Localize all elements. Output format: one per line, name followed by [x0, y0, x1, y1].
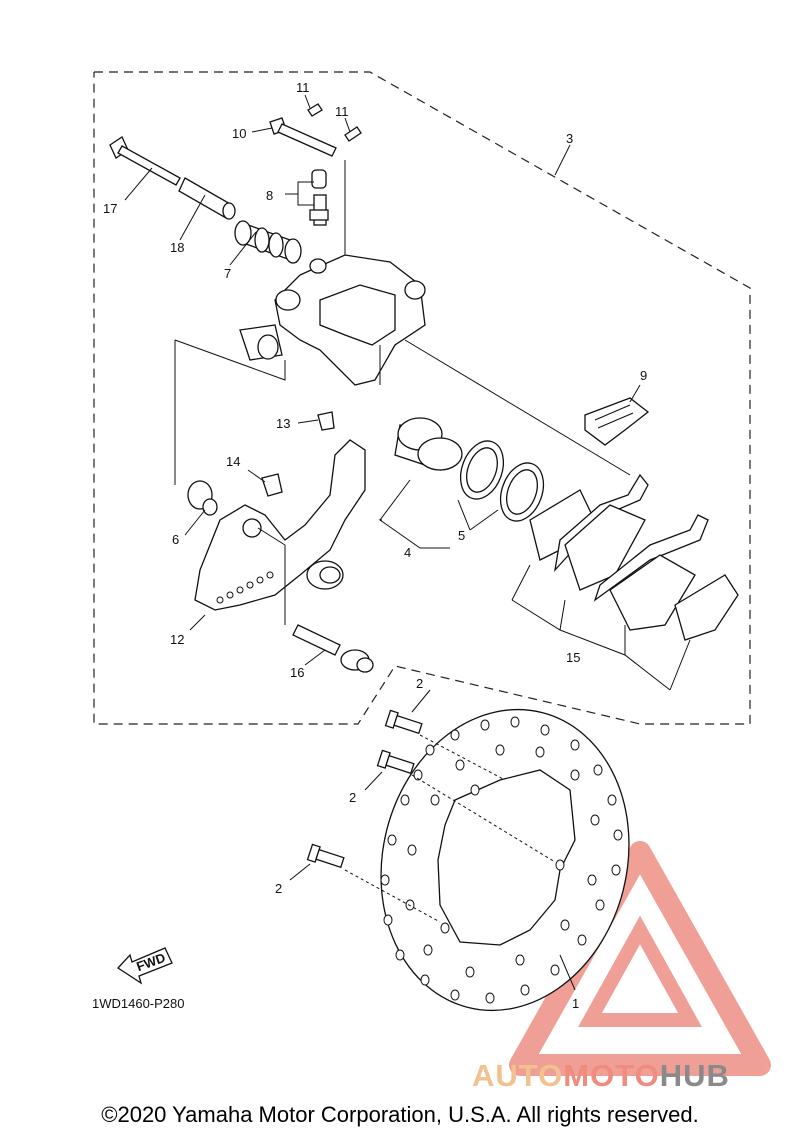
pin-bolt: [109, 136, 181, 186]
copyright-notice: ©2020 Yamaha Motor Corporation, U.S.A. A…: [101, 1102, 699, 1127]
callout-2: 2: [416, 676, 423, 691]
bracket-boot: [187, 480, 218, 516]
caliper-piston: [394, 417, 463, 471]
callout-17: 17: [103, 201, 117, 216]
callout-18: 18: [170, 240, 184, 255]
brake-pads: [529, 473, 739, 641]
callout-14: 14: [226, 454, 240, 469]
callout-16: 16: [290, 665, 304, 680]
callout-10: 10: [232, 126, 246, 141]
pad-spring: [584, 397, 650, 446]
callout-6: 6: [172, 532, 179, 547]
pad-retainers: [261, 411, 335, 497]
leader-lines: [124, 94, 691, 991]
callout-13: 13: [276, 416, 290, 431]
callout-12: 12: [170, 632, 184, 647]
watermark-brand: AUTOMOTOHUB: [472, 1058, 730, 1094]
caliper-assembly-boundary: [93, 71, 751, 725]
bracket-pin: [292, 624, 374, 673]
caliper-bracket: [194, 439, 366, 611]
boot: [234, 220, 302, 264]
callout-7: 7: [224, 266, 231, 281]
disc-bolts: [306, 709, 556, 923]
callout-numbers: 1 2 2 2 3 4 5 6 7 8 9 10 11 11 12 13 14 …: [103, 80, 647, 1011]
callout-11: 11: [335, 104, 349, 119]
caliper-body: [239, 254, 426, 386]
collar: [178, 177, 236, 220]
pad-pin: [269, 103, 362, 157]
watermark-part-2: MOTO: [563, 1058, 660, 1093]
callout-9: 9: [640, 368, 647, 383]
callout-2: 2: [275, 881, 282, 896]
watermark-part-3: HUB: [659, 1058, 730, 1093]
callout-15: 15: [566, 650, 580, 665]
watermark-part-1: AUTO: [472, 1058, 564, 1093]
callout-8: 8: [266, 188, 273, 203]
callout-11: 11: [296, 80, 310, 95]
callout-1: 1: [572, 996, 579, 1011]
bleed-screw: [309, 169, 329, 226]
diagram-code: 1WD1460-P280: [92, 996, 185, 1011]
callout-3: 3: [566, 131, 573, 146]
callout-2: 2: [349, 790, 356, 805]
callout-4: 4: [404, 545, 411, 560]
forward-arrow-icon: FWD: [117, 947, 173, 985]
piston-seals: [459, 440, 545, 522]
brake-disc: [380, 708, 630, 1012]
callout-5: 5: [458, 528, 465, 543]
